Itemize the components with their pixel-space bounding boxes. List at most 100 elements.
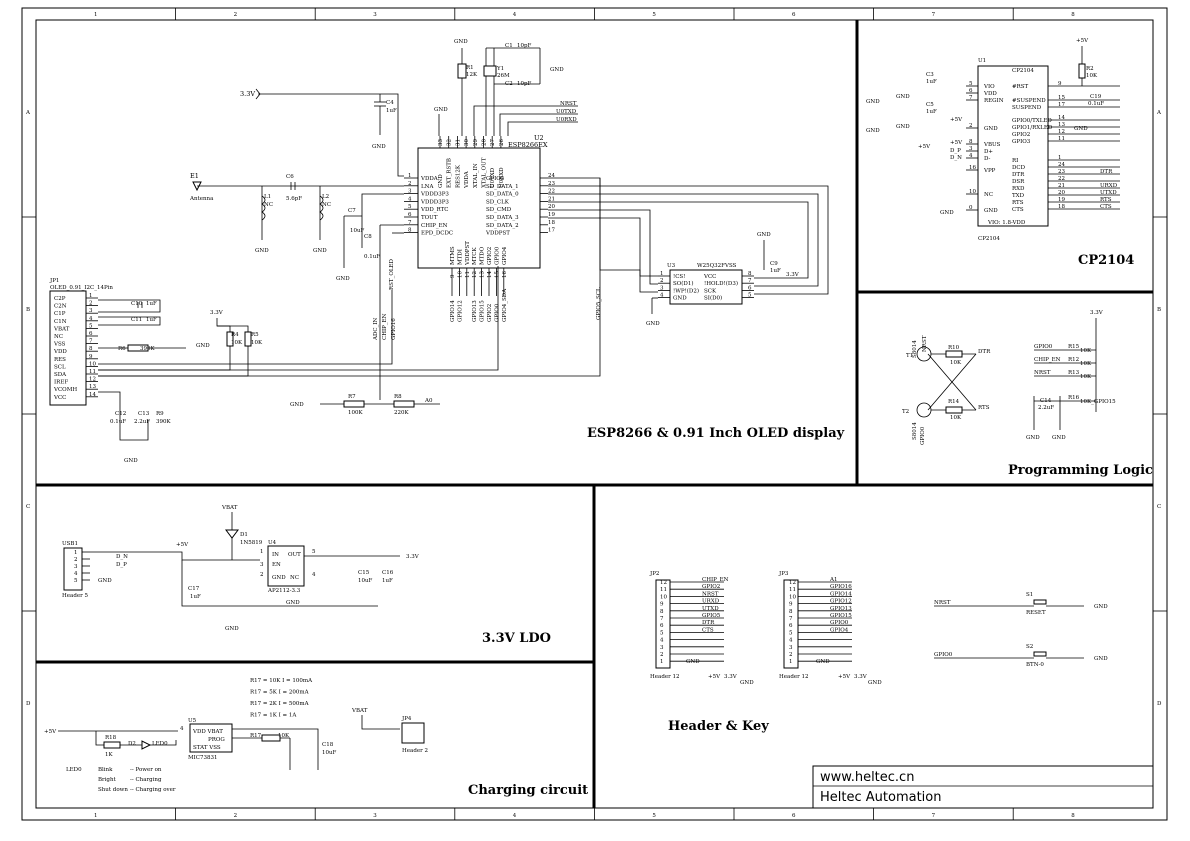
esp-bottom-net-4: GPIO15 [480,300,486,322]
flash-left-num-0: 1 [660,271,664,277]
frame-row-right-2: C [1157,504,1161,510]
cp2104-ref: U1 [978,58,986,64]
esp-top-gnd-label: GND [434,107,448,113]
cp-right-net-11: URXD [1100,183,1118,189]
usb-gnd-label: GND [98,578,112,584]
jp3-num-6: 6 [789,623,793,629]
t1-ref: T1 [906,353,913,359]
c17-ref: C17 [188,586,200,592]
r17-ref: R17 [250,733,262,739]
jp2-num-3: 9 [660,602,664,608]
frame-col-bottom-7: 8 [1071,813,1075,819]
cp-gnd-label-4: GND [896,124,910,130]
frame-col-bottom-2: 3 [373,813,377,819]
c10-ref: C10 [131,301,143,307]
c4-value: 1uF [386,108,397,114]
jp3-net-0: A1 [829,577,837,583]
usb-num-2: 3 [74,564,78,570]
jp4-header [401,722,425,744]
flash-left-pin-2: !WP!(D2) [673,287,699,294]
cp-right-num-4: 13 [1058,122,1065,128]
esp-right-pin-4: SD_CMD [486,207,512,213]
d2-led [141,740,152,750]
c9-value: 1uF [770,268,781,274]
l2-ref: L2 [322,194,329,200]
c9-ref: C9 [770,261,778,267]
cp-left-pin-4: VBUS [983,142,1001,148]
flash-right-pin-0: VCC [703,274,716,280]
jp2-num-1: 11 [660,587,667,593]
c3-ref: C3 [926,72,934,78]
cp-left-num-8: 10 [969,189,976,195]
esp-bottom-pin-1: MTDI [457,249,463,265]
r14-value: 10K [950,415,962,421]
esp-right-num-0: 24 [548,173,555,179]
frame-row-right-1: B [1157,307,1161,313]
esp-bottom-num-1: 10 [457,271,463,278]
flash-right-num-2: 6 [748,285,752,291]
flash-rail-label: 3.3V [786,272,800,278]
cp-5v-label-2: +5V [918,144,931,150]
t2-net: GPIO0 [920,426,926,445]
title-block-url: www.heltec.cn [820,770,914,785]
legend-desc-1: -- Charging [130,777,162,783]
c18-value: 10uF [322,750,337,756]
frame-row-left-2: C [26,504,30,510]
c6-ref: C6 [286,174,294,180]
cp2104-left-pins: VIO5VDD6REGIN7GND2VBUS8D+3D-4VPP16NC10GN… [966,81,1004,214]
jp4-ref: JP4 [401,716,412,722]
net-nrst-wire [473,105,578,136]
cp-right-pin-9: DTR [1012,172,1025,178]
chg-vbat-label: VBAT [351,708,368,714]
title-block-company: Heltec Automation [820,790,941,805]
jp2-num-6: 6 [660,623,664,629]
esp-top-pin-0: GND [438,174,444,188]
jp3-33-label: 3.3V [854,674,868,680]
frame-col-top-6: 7 [932,12,936,18]
pull-ref-3: R16 [1068,395,1080,401]
jp3-5v-label: +5V [838,674,851,680]
c14-value: 2.2uF [1038,405,1054,411]
r6-value: 390K [140,346,155,352]
esp8266-top-pins: GND33EXT_RSTB32RES12K31VDDA30XTAL_IN29XT… [438,136,505,189]
l1-ref: L1 [264,194,271,200]
u5-pin-4: 4 [180,726,184,732]
s1-ref: S1 [1026,592,1033,598]
esp-right-pin-6: SD_DATA_2 [486,223,519,229]
flash-left-pin-3: GND [673,296,687,302]
d1-diode [225,529,239,539]
c10-wire [98,299,161,313]
jp2-5v-label: +5V [708,674,721,680]
ldo-gnd-label: GND [225,626,239,632]
oled-pin-13: VCC [53,395,66,401]
jp3-net-3: GPIO12 [830,599,852,605]
r4-value: 10K [231,340,243,346]
section-title-esp: ESP8266 & 0.91 Inch OLED display [587,426,845,441]
cp-right-num-14: 18 [1058,204,1065,210]
adc-gnd-label: GND [290,402,304,408]
s2-label: BTN-0 [1026,662,1044,668]
cp-right-pin-0: #RST [1012,84,1029,90]
jp2-gnd-label-2: GND [740,680,754,686]
c11-ref: C11 [131,317,142,323]
u5-pin-row-3: STAT VSS [193,745,221,751]
jp3-num-5: 7 [789,616,793,622]
cp-right-net-13: RTS [1100,197,1112,203]
cp-5v-label-1: +5V [950,117,963,123]
esp8266-ref: U2 [534,134,544,142]
esp-left-num-7: 8 [408,228,412,234]
esp-bottom-pin-6: GPIO0 [494,246,500,265]
esp-left-num-0: 1 [408,173,412,179]
section-title-header-key: Header & Key [668,719,769,734]
usb-num-4: 5 [74,578,78,584]
usb-dp-label: D_P [116,562,127,568]
jp3-num-4: 8 [789,609,793,615]
esp-right-num-2: 22 [548,189,555,195]
chg-5v-label: +5V [44,729,57,735]
esp-bottom-num-6: 15 [494,271,500,278]
esp-rail-wire [258,93,404,177]
c13-ref: C13 [138,411,150,417]
esp-rail-label: 3.3V [240,90,255,98]
esp-top-num-6: 27 [490,139,496,146]
